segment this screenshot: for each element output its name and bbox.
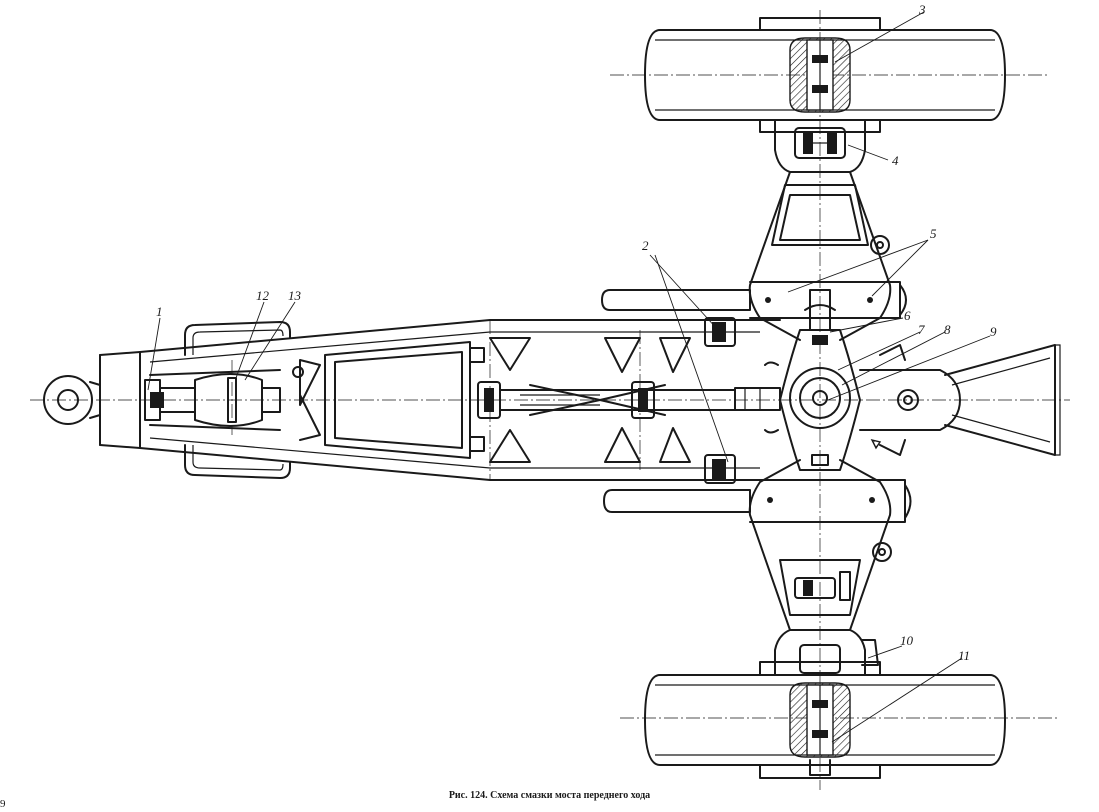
- callout-10: 10: [900, 633, 914, 648]
- leader-lines: [147, 11, 991, 743]
- callout-5: 5: [930, 226, 937, 241]
- drive-shaft-cone: [944, 344, 1061, 456]
- lower-wheel: [644, 661, 1006, 779]
- figure-caption: Рис. 124. Схема смазки моста переднего х…: [448, 790, 651, 801]
- callout-13: 13: [288, 288, 302, 303]
- callout-labels: 1 2 3 4 5 6 7 8 9 10 11 12 13: [156, 2, 997, 663]
- callout-9: 9: [990, 324, 997, 339]
- technical-drawing: 1 2 3 4 5 6 7 8 9 10 11 12 13: [30, 2, 1070, 790]
- callout-8: 8: [944, 322, 951, 337]
- callout-7: 7: [918, 322, 925, 337]
- corner-mark: 9: [0, 798, 6, 810]
- callout-4: 4: [892, 153, 899, 168]
- callout-6: 6: [904, 308, 911, 323]
- callout-2: 2: [642, 238, 649, 253]
- lower-suspension-arm: [603, 459, 912, 676]
- center-lines: [30, 10, 1070, 790]
- callout-11: 11: [958, 648, 970, 663]
- upper-suspension-arm: [601, 119, 907, 341]
- tow-bar-frame: [43, 317, 781, 484]
- upper-wheel: [644, 17, 1006, 133]
- callout-1: 1: [156, 304, 163, 319]
- differential-housing: [734, 289, 961, 471]
- callout-12: 12: [256, 288, 270, 303]
- callout-3: 3: [918, 2, 926, 17]
